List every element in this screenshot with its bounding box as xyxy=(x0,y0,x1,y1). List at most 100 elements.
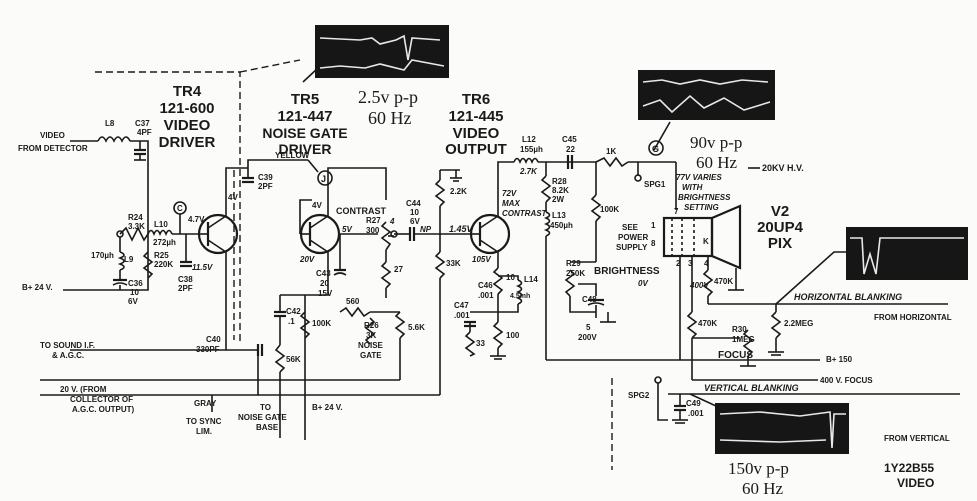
svg-text:GATE: GATE xyxy=(360,351,382,360)
svg-text:10: 10 xyxy=(410,208,419,217)
svg-text:YELLOW: YELLOW xyxy=(275,151,310,160)
svg-text:2.2K: 2.2K xyxy=(450,187,467,196)
r24-resistor xyxy=(119,226,149,242)
tr5-title: TR5 121-447 NOISE GATE DRIVER xyxy=(262,91,347,157)
tr4-title: TR4 121-600 VIDEO DRIVER xyxy=(159,83,216,151)
hv-label: 20KV H.V. xyxy=(762,163,804,173)
svg-text:77V VARIES: 77V VARIES xyxy=(676,173,722,182)
svg-text:L13: L13 xyxy=(552,211,566,220)
svg-text:5V: 5V xyxy=(342,225,352,234)
svg-text:A.G.C. OUTPUT): A.G.C. OUTPUT) xyxy=(72,405,135,414)
svg-text:272µh: 272µh xyxy=(153,238,176,247)
svg-text:5.6K: 5.6K xyxy=(408,323,425,332)
svg-text:20 V. (FROM: 20 V. (FROM xyxy=(60,385,107,394)
svg-text:56K: 56K xyxy=(286,355,301,364)
svg-text:DRIVER: DRIVER xyxy=(159,134,216,151)
svg-text:NP: NP xyxy=(420,225,432,234)
svg-text:TR4: TR4 xyxy=(173,83,202,100)
svg-text:R30: R30 xyxy=(732,325,747,334)
svg-text:SETTING: SETTING xyxy=(684,203,719,212)
svg-text:2: 2 xyxy=(676,259,681,268)
svg-text:C37: C37 xyxy=(135,119,150,128)
svg-text:BRIGHTNESS: BRIGHTNESS xyxy=(678,193,731,202)
l14-coil xyxy=(515,279,523,305)
waveform-2-amplitude: 90v p-p xyxy=(690,133,742,152)
svg-text:470K: 470K xyxy=(714,277,733,286)
svg-text:5: 5 xyxy=(586,323,591,332)
svg-text:TO SYNC: TO SYNC xyxy=(186,417,222,426)
svg-text:4: 4 xyxy=(704,259,709,268)
waveform-2-frequency: 60 Hz xyxy=(696,153,738,172)
r26-noise-gate-pot xyxy=(364,317,376,345)
svg-text:& A.G.C.: & A.G.C. xyxy=(52,351,84,360)
svg-text:400V: 400V xyxy=(689,281,709,290)
svg-text:L9: L9 xyxy=(124,255,134,264)
r560-resistor xyxy=(339,306,371,318)
svg-text:SPG2: SPG2 xyxy=(628,391,650,400)
svg-text:27: 27 xyxy=(394,265,403,274)
svg-text:L8: L8 xyxy=(105,119,115,128)
svg-text:4V: 4V xyxy=(228,193,238,202)
figure-id: 1Y22B55 xyxy=(884,461,934,475)
input-bus-wire xyxy=(80,140,149,291)
l9-coil xyxy=(117,251,125,271)
b24-left-label: B+ 24 V. xyxy=(22,283,53,292)
r56k-resistor xyxy=(274,344,286,373)
svg-text:22: 22 xyxy=(566,145,575,154)
svg-text:J: J xyxy=(321,174,326,184)
svg-text:VIDEO: VIDEO xyxy=(453,125,500,142)
svg-text:MAX: MAX xyxy=(502,199,520,208)
svg-text:R25: R25 xyxy=(154,251,169,260)
svg-text:B+ 150: B+ 150 xyxy=(826,355,853,364)
svg-text:2PF: 2PF xyxy=(178,284,193,293)
svg-text:2PF: 2PF xyxy=(258,182,273,191)
svg-text:CONTRAST: CONTRAST xyxy=(502,209,548,218)
svg-text:3.3K: 3.3K xyxy=(128,222,145,231)
r1k-resistor xyxy=(595,156,629,168)
svg-text:72V: 72V xyxy=(502,189,517,198)
svg-text:C39: C39 xyxy=(258,173,273,182)
svg-text:C: C xyxy=(177,204,183,213)
svg-text:7: 7 xyxy=(674,207,679,216)
contrast-label: CONTRAST xyxy=(336,206,386,216)
waveform-2-pointer xyxy=(653,121,671,151)
svg-text:V2: V2 xyxy=(771,203,789,220)
svg-text:C44: C44 xyxy=(406,199,421,208)
svg-text:300: 300 xyxy=(366,226,380,235)
svg-text:200V: 200V xyxy=(578,333,597,342)
svg-text:100: 100 xyxy=(506,331,520,340)
svg-text:LIM.: LIM. xyxy=(196,427,212,436)
svg-text:NOISE: NOISE xyxy=(358,341,384,350)
r2-2k-resistor xyxy=(434,179,446,207)
svg-text:.001: .001 xyxy=(478,291,494,300)
svg-text:C47: C47 xyxy=(454,301,469,310)
r28-resistor xyxy=(540,175,552,203)
svg-text:20UP4: 20UP4 xyxy=(757,219,804,236)
test-point-g xyxy=(648,140,664,156)
svg-text:SEE: SEE xyxy=(622,223,639,232)
svg-text:C49: C49 xyxy=(686,399,701,408)
svg-text:1: 1 xyxy=(651,221,656,230)
svg-text:NOISE GATE: NOISE GATE xyxy=(238,413,287,422)
svg-text:20V: 20V xyxy=(299,255,315,264)
svg-text:560: 560 xyxy=(346,297,360,306)
svg-text:SUPPLY: SUPPLY xyxy=(616,243,648,252)
svg-text:L12: L12 xyxy=(522,135,536,144)
svg-text:1MEG: 1MEG xyxy=(732,335,755,344)
waveform-photo-2 xyxy=(638,70,775,120)
svg-text:15V: 15V xyxy=(318,289,333,298)
svg-text:C48: C48 xyxy=(582,295,597,304)
svg-text:33: 33 xyxy=(476,339,485,348)
svg-text:100K: 100K xyxy=(312,319,331,328)
svg-text:SPG1: SPG1 xyxy=(644,180,666,189)
waveform-4-amplitude: 150v p-p xyxy=(728,459,789,478)
svg-text:C46: C46 xyxy=(478,281,493,290)
tr5-transistor xyxy=(299,213,341,255)
svg-text:155µh: 155µh xyxy=(520,145,543,154)
svg-text:GRAY: GRAY xyxy=(194,399,217,408)
svg-text:10: 10 xyxy=(130,288,139,297)
svg-text:HORIZONTAL BLANKING: HORIZONTAL BLANKING xyxy=(794,292,902,302)
svg-text:C40: C40 xyxy=(206,335,221,344)
svg-text:.1: .1 xyxy=(288,317,295,326)
